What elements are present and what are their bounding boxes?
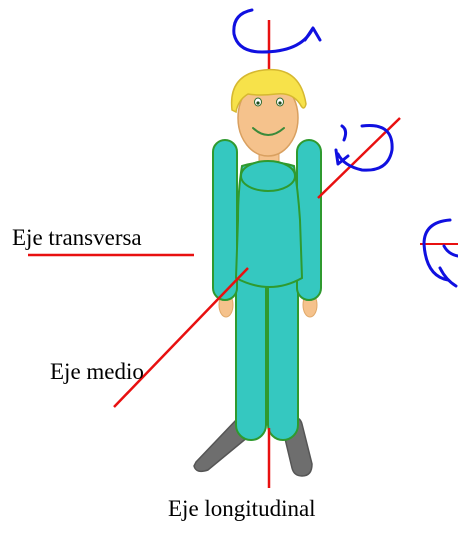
middle-axis	[114, 268, 248, 407]
collar	[241, 161, 295, 191]
legs	[236, 265, 298, 440]
label-middle-axis: Eje medio	[50, 360, 144, 383]
label-transverse-axis: Eje transversa	[12, 226, 142, 249]
rotation-arrow-icon	[424, 220, 458, 286]
rotation-arrow-icon	[234, 10, 320, 52]
label-longitudinal-axis: Eje longitudinal	[168, 497, 316, 520]
